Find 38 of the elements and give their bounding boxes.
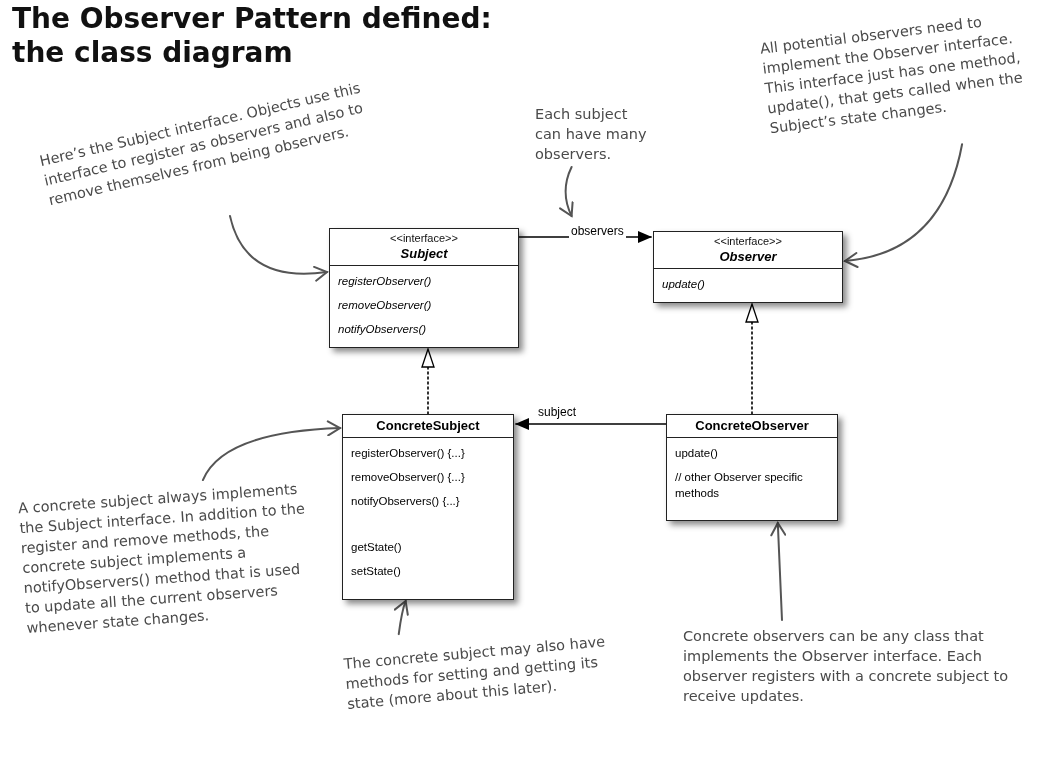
- class-name: Subject: [399, 245, 449, 262]
- method-name: registerObserver() {...}: [351, 446, 466, 461]
- leader-arrow: [201, 420, 341, 482]
- method-name: notifyObservers(): [338, 322, 428, 337]
- method-name: update(): [675, 446, 719, 461]
- method-name: update(): [662, 277, 706, 292]
- method-name: removeObserver() {...}: [351, 470, 466, 485]
- leader-arrow: [844, 143, 964, 268]
- handwritten-note: The concrete subject may also have methods for setting and getting its state (more about this later).: [342, 630, 623, 714]
- leader-arrow: [229, 215, 328, 282]
- method-name: removeObserver(): [338, 298, 433, 313]
- class-name: ConcreteSubject: [375, 417, 481, 434]
- class-box: [666, 414, 838, 521]
- leader-arrow: [770, 522, 787, 621]
- handwritten-note: All potential observers need to implement the Observer interface. This interface just has one method, update(), that gets called when the Subject’s state changes.: [758, 5, 1042, 139]
- method-name: // other Observer specific methods: [675, 470, 804, 501]
- method-name: notifyObservers() {...}: [351, 494, 461, 509]
- title: The Observer Pattern defined: the class diagram: [12, 2, 492, 70]
- class-box: [653, 231, 843, 303]
- realization-arrow: [745, 303, 759, 415]
- stereotype-label: <<interface>>: [713, 234, 783, 248]
- handwritten-note: Each subject can have many observers.: [535, 104, 657, 164]
- handwritten-note: A concrete subject always implements the Subject interface. In addition to the register and remove methods, the concrete subject implements a notifyObservers() method that is used to update all the current observers whenever state changes.: [17, 478, 317, 638]
- method-name: getState(): [351, 540, 403, 555]
- class-name: Observer: [718, 248, 778, 265]
- realization-arrow: [421, 348, 435, 415]
- class-box: [342, 414, 514, 600]
- stereotype-label: <<interface>>: [389, 231, 459, 245]
- edge-label: subject: [536, 405, 579, 419]
- handwritten-note: Concrete observers can be any class that implements the Observer interface. Each observer registers with a concrete subject to receive updates.: [683, 626, 1013, 706]
- edge-label: observers: [569, 224, 626, 238]
- method-name: setState(): [351, 564, 402, 579]
- class-name: ConcreteObserver: [694, 417, 810, 434]
- association-arrow: [515, 418, 667, 430]
- class-box: [329, 228, 519, 348]
- leader-arrow: [393, 600, 410, 636]
- method-name: registerObserver(): [338, 274, 433, 289]
- leader-arrow: [559, 166, 575, 217]
